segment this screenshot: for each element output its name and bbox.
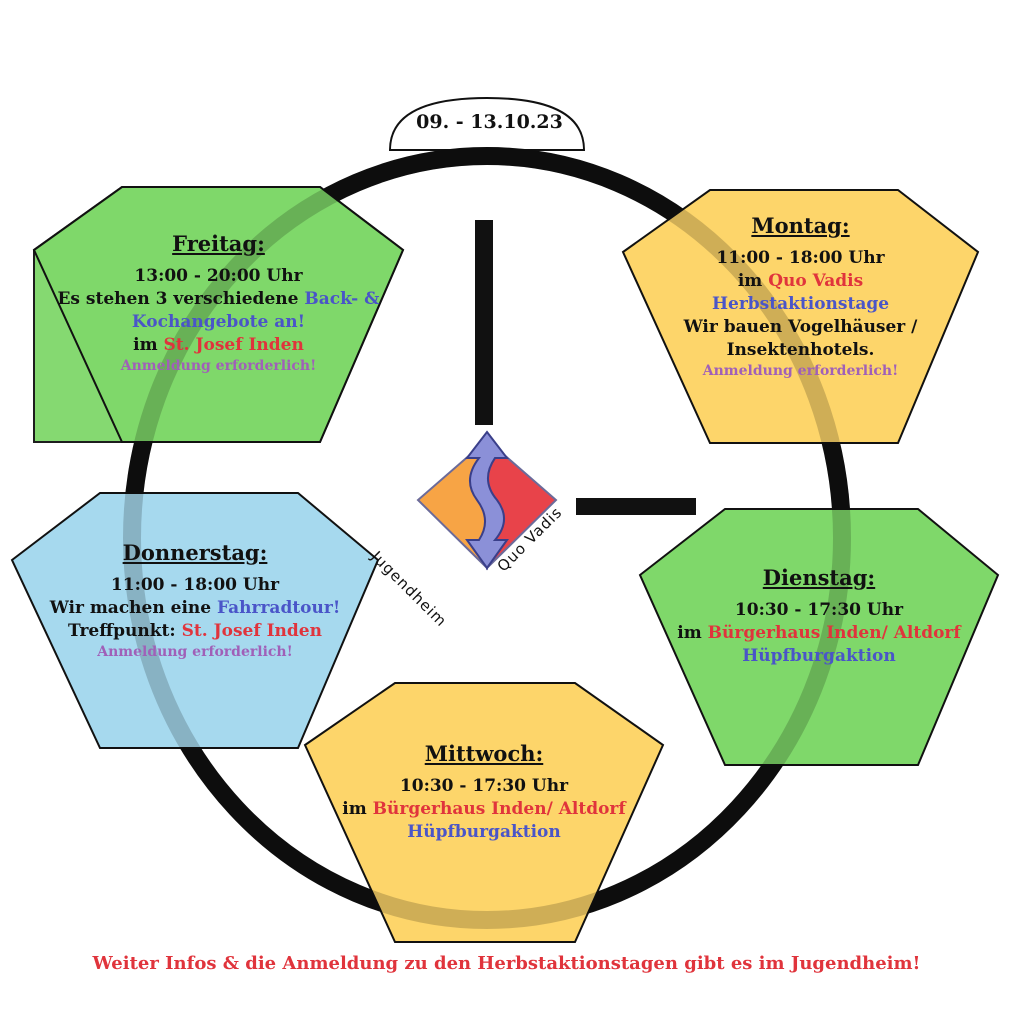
donnerstag-meet-prefix: Treffpunkt: [68,621,182,641]
quo-vadis-logo [416,430,558,571]
dienstag-loc-prefix: im [677,623,708,643]
montag-location-line: im Quo Vadis [623,270,978,293]
date-range: 09. - 13.10.23 [416,111,563,133]
freitag-desc: Es stehen 3 verschiedene Back- & [34,288,403,311]
mittwoch-time: 10:30 - 17:30 Uhr [399,776,569,796]
freitag-activity1: Back- & [304,289,380,309]
hexagon-montag [621,189,980,444]
hexagon-donnerstag [10,492,380,749]
donnerstag-desc: Wir machen eine Fahrradtour! [12,597,378,620]
mittwoch-event: Hüpfburgaktion [407,822,561,842]
donnerstag-meet-line: Treffpunkt: St. Josef Inden [12,620,378,643]
dienstag-location-line: im Bürgerhaus Inden/ Altdorf [640,622,998,645]
mittwoch-location-line: im Bürgerhaus Inden/ Altdorf [305,798,663,821]
montag-time: 11:00 - 18:00 Uhr [716,248,885,268]
clock-hand-hour [475,220,493,425]
donnerstag-time: 11:00 - 18:00 Uhr [110,575,280,595]
hexagon-dienstag [638,508,1000,766]
donnerstag-desc-prefix: Wir machen eine [49,598,217,618]
dienstag-text: Dienstag: 10:30 - 17:30 Uhr im Bürgerhau… [640,566,998,668]
freitag-text: Freitag: 13:00 - 20:00 Uhr Es stehen 3 v… [34,232,403,376]
montag-loc-prefix: im [737,271,769,291]
hexagon-freitag-shape [32,186,405,443]
montag-title: Montag: [751,213,850,238]
freitag-time: 13:00 - 20:00 Uhr [134,266,303,286]
montag-location: Quo Vadis [768,271,864,291]
mittwoch-loc-prefix: im [342,799,373,819]
ring-overlay [123,147,851,929]
dienstag-location: Bürgerhaus Inden/ Altdorf [707,623,961,643]
donnerstag-note: Anmeldung erforderlich! [97,644,293,660]
dienstag-time: 10:30 - 17:30 Uhr [734,600,904,620]
hexagon-mittwoch [303,682,665,943]
montag-note: Anmeldung erforderlich! [702,363,899,379]
mittwoch-title: Mittwoch: [424,741,544,766]
freitag-title: Freitag: [172,231,265,256]
mittwoch-text: Mittwoch: 10:30 - 17:30 Uhr im Bürgerhau… [305,742,663,844]
dienstag-event: Hüpfburgaktion [742,646,896,666]
montag-desc2: Insektenhotels. [726,340,875,360]
date-tab [388,96,586,151]
donnerstag-activity: Fahrradtour! [217,598,341,618]
donnerstag-title: Donnerstag: [122,540,268,565]
donnerstag-text: Donnerstag: 11:00 - 18:00 Uhr Wir machen… [12,541,378,662]
montag-event: Herbstaktionstage [711,294,890,314]
footer-info: Weiter Infos & die Anmeldung zu den Herb… [92,953,921,974]
freitag-location-line: im St. Josef Inden [34,334,403,357]
montag-desc1: Wir bauen Vogelhäuser / [683,317,918,337]
mittwoch-location: Bürgerhaus Inden/ Altdorf [372,799,626,819]
freitag-note: Anmeldung erforderlich! [120,358,317,374]
montag-text: Montag: 11:00 - 18:00 Uhr im Quo Vadis H… [623,214,978,381]
dienstag-title: Dienstag: [762,565,876,590]
freitag-activity2: Kochangebote an! [131,312,306,332]
donnerstag-location: St. Josef Inden [181,621,322,641]
freitag-desc-prefix: Es stehen 3 verschiedene [57,289,305,309]
clock-hand-minute [576,498,696,515]
freitag-location: St. Josef Inden [163,335,304,355]
freitag-loc-prefix: im [133,335,164,355]
